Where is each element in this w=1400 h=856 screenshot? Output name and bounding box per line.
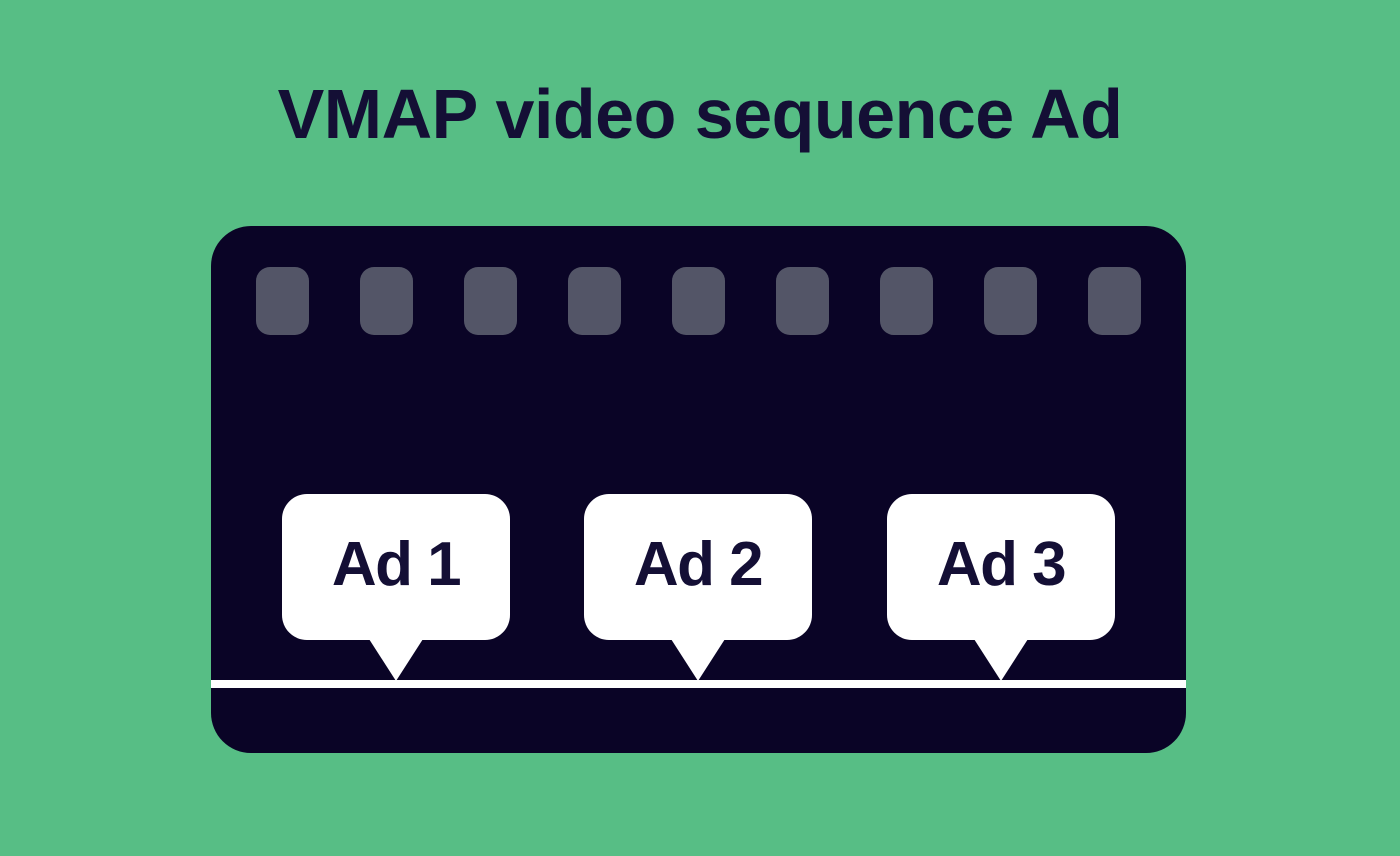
- ad-2-label: Ad 2: [633, 530, 764, 599]
- film-perforation: [464, 267, 517, 335]
- film-perforation: [360, 267, 413, 335]
- ad-1-label: Ad 1: [331, 530, 462, 599]
- film-perforation: [776, 267, 829, 335]
- film-perforation: [568, 267, 621, 335]
- filmstrip-perforation-row: [256, 267, 1141, 335]
- page-title: VMAP video sequence Ad: [277, 75, 1123, 153]
- film-perforation: [256, 267, 309, 335]
- film-perforation: [984, 267, 1037, 335]
- film-perforation: [1088, 267, 1141, 335]
- ad-3-label: Ad 3: [936, 530, 1067, 599]
- film-perforation: [880, 267, 933, 335]
- ad-bubble-1: Ad 1: [282, 494, 510, 640]
- film-perforation: [672, 267, 725, 335]
- ad-bubble-3: Ad 3: [887, 494, 1115, 640]
- ad-bubble-2: Ad 2: [584, 494, 812, 640]
- filmstrip: Ad 1 Ad 2 Ad 3: [211, 226, 1186, 753]
- timeline-line: [211, 680, 1186, 688]
